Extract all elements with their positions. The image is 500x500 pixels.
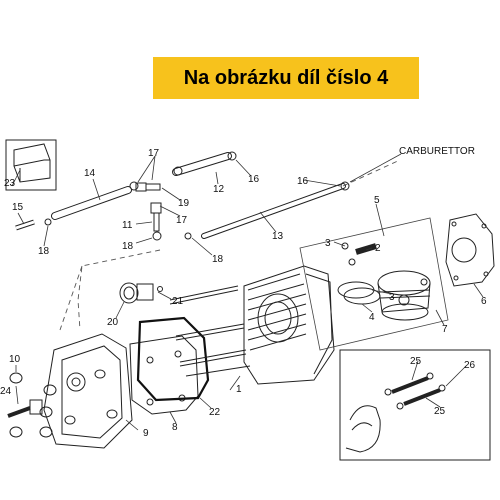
callout-22: 22 — [209, 407, 221, 418]
callout-14: 14 — [84, 168, 96, 179]
callout-24: 24 — [0, 386, 12, 397]
part-2-piston-pin — [355, 243, 377, 255]
part-24-spark-plug — [7, 399, 43, 418]
callout-11: 11 — [122, 220, 133, 231]
callout-19: 19 — [178, 198, 190, 209]
callout-8: 8 — [172, 422, 178, 433]
assembly-dashed-line-left — [77, 249, 161, 331]
callout-2: 2 — [375, 243, 381, 254]
callout-23: 23 — [4, 178, 16, 189]
carburettor-dashed-line — [342, 159, 401, 187]
callout-12: 12 — [213, 184, 225, 195]
callout-16-second: 16 — [297, 176, 309, 187]
callout-1: 1 — [236, 384, 242, 395]
carburettor-label: CARBURETTOR — [399, 146, 475, 157]
piston — [377, 270, 431, 321]
callout-6: 6 — [481, 296, 487, 307]
callout-5: 5 — [374, 195, 380, 206]
parts-25-26-inset — [339, 349, 491, 461]
cylinder — [243, 265, 335, 385]
callout-18-second: 18 — [122, 241, 134, 252]
part-12-hose — [172, 152, 232, 176]
part-4-piston-rings — [337, 281, 381, 305]
part-6-base-gasket — [445, 213, 495, 287]
callout-3-second: 3 — [389, 292, 395, 303]
leader-lines — [11, 153, 484, 431]
part-7-piston-kit-outline — [299, 217, 449, 351]
callout-17-second: 17 — [176, 215, 188, 226]
callout-25-second: 25 — [434, 406, 446, 417]
callout-26: 26 — [464, 360, 476, 371]
callout-10: 10 — [9, 354, 21, 365]
part-20-sensor — [119, 282, 163, 304]
part-3-circlip-2 — [348, 258, 356, 266]
callout-15: 15 — [12, 202, 24, 213]
callout-18-third: 18 — [212, 254, 224, 265]
assembly-dashed-line-left-2 — [59, 265, 83, 331]
banner-title: Na obrázku díl číslo 4 — [183, 66, 389, 89]
part-14-hose — [51, 186, 132, 220]
part-1-studs — [169, 285, 251, 377]
callout-13: 13 — [272, 231, 284, 242]
callout-17: 17 — [148, 148, 160, 159]
part-3-circlip-3 — [420, 278, 428, 286]
part-23-inset — [5, 139, 57, 191]
callout-7: 7 — [442, 324, 448, 335]
part-11-valve — [135, 182, 162, 241]
callout-18: 18 — [38, 246, 50, 257]
callout-25: 25 — [410, 356, 422, 367]
part-15-screw — [15, 219, 35, 231]
callout-21: 21 — [172, 296, 184, 307]
part-3-circlip — [341, 242, 349, 250]
callout-3: 3 — [325, 238, 331, 249]
head-nuts — [9, 372, 57, 438]
hose-clamps — [44, 151, 350, 240]
part-9-cylinder-head — [43, 333, 133, 449]
title-banner: Na obrázku díl číslo 4 — [153, 57, 419, 99]
callout-20: 20 — [107, 317, 119, 328]
callout-4: 4 — [369, 312, 375, 323]
callout-16: 16 — [248, 174, 260, 185]
callout-9: 9 — [143, 428, 149, 439]
part-13-hose — [201, 183, 346, 239]
part-22-o-ring — [136, 316, 210, 402]
